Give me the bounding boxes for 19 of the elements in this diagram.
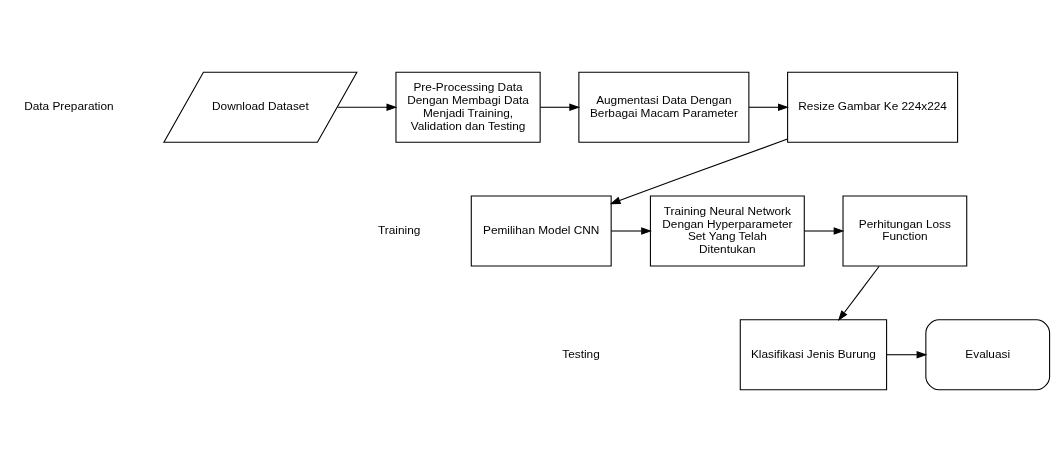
node-box: Augmentasi Data Dengan Berbagai Macam Parameter [578, 71, 750, 143]
node-box: Evaluasi [925, 319, 1051, 391]
label: Training [378, 223, 421, 238]
arrow [610, 227, 652, 235]
arrow [837, 265, 880, 322]
label: Data Preparation [24, 99, 114, 114]
node-box: Klasifikasi Jenis Burung [739, 319, 888, 391]
arrow [539, 103, 581, 112]
node-box: Training Neural Network Dengan Hyperparameter Set Yang Telah Ditentukan [649, 195, 805, 267]
arrow [748, 103, 789, 112]
label: Testing [562, 346, 600, 361]
node-box: Pre-Processing Data Dengan Membagi Data Menjadi Training, Validation dan Testing [395, 71, 541, 143]
arrow [886, 350, 928, 359]
node-box: Pemilihan Model CNN [470, 195, 612, 267]
node-box: Perhitungan Loss Function [842, 195, 968, 267]
arrow [609, 138, 789, 205]
node-box: Resize Gambar Ke 224x224 [787, 71, 959, 143]
arrow [803, 227, 845, 235]
arrow [336, 103, 398, 112]
